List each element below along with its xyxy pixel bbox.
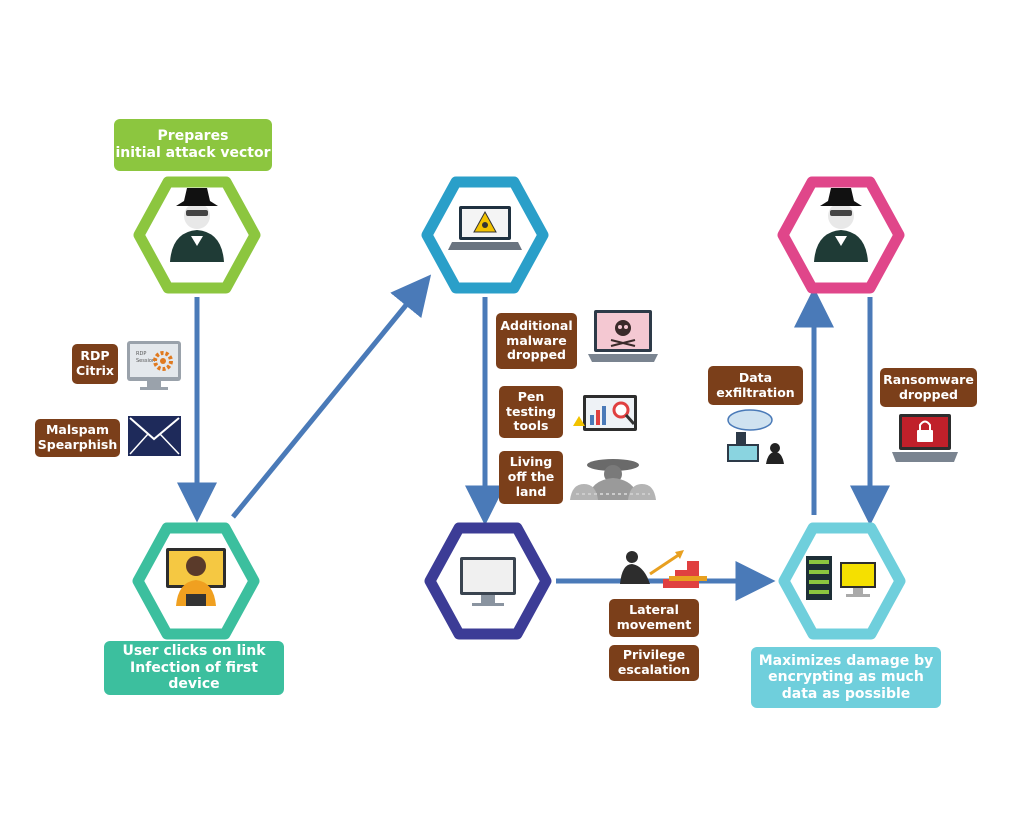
servers-icon [806, 556, 876, 600]
maximizes-damage-label: Maximizes damage by encrypting as much d… [751, 647, 941, 708]
ransomware-dropped-label: Ransomware dropped [880, 368, 977, 407]
living-off-the-land-label: Living off the land [499, 451, 563, 504]
servers-node [778, 522, 906, 640]
user-node [132, 522, 260, 640]
lateral-movement-label: Lateral movement [609, 599, 699, 637]
arrow-user-to-laptop [231, 274, 432, 519]
additional-malware-label: Additional malware dropped [496, 313, 577, 369]
malspam-label: Malspam Spearphish [35, 419, 120, 457]
monitor-node [424, 522, 552, 640]
pen-testing-tools-icon [573, 395, 637, 431]
data-exfiltration-icon [727, 409, 784, 464]
monitor-icon [460, 557, 516, 606]
pen-testing-label: Pen testing tools [499, 386, 563, 438]
rdp-session-icon: RDP Session [127, 341, 181, 390]
data-exfiltration-label: Data exfiltration [708, 366, 803, 405]
ransomware-laptop-icon [892, 414, 958, 462]
biohazard-laptop-icon [448, 206, 522, 250]
hacker-icon [814, 188, 868, 262]
rdp-citrix-label: RDP Citrix [72, 344, 118, 384]
hacker-icon [170, 188, 224, 262]
user-at-computer-icon [166, 548, 226, 606]
attacker-final-node [777, 176, 905, 294]
crowd-icon [570, 459, 656, 500]
prepares-label: Prepares initial attack vector [114, 119, 272, 171]
infected-laptop-node [421, 176, 549, 294]
attacker-prepares-node [133, 176, 261, 294]
svg-text:Session: Session [136, 358, 155, 364]
lateral-movement-icon [620, 550, 707, 588]
envelope-icon [128, 416, 181, 456]
privilege-escalation-label: Privilege escalation [609, 645, 699, 681]
rdp-session-text: RDP [136, 351, 146, 357]
skull-laptop-icon [588, 310, 658, 362]
user-clicks-label: User clicks on link Infection of first d… [104, 641, 284, 695]
